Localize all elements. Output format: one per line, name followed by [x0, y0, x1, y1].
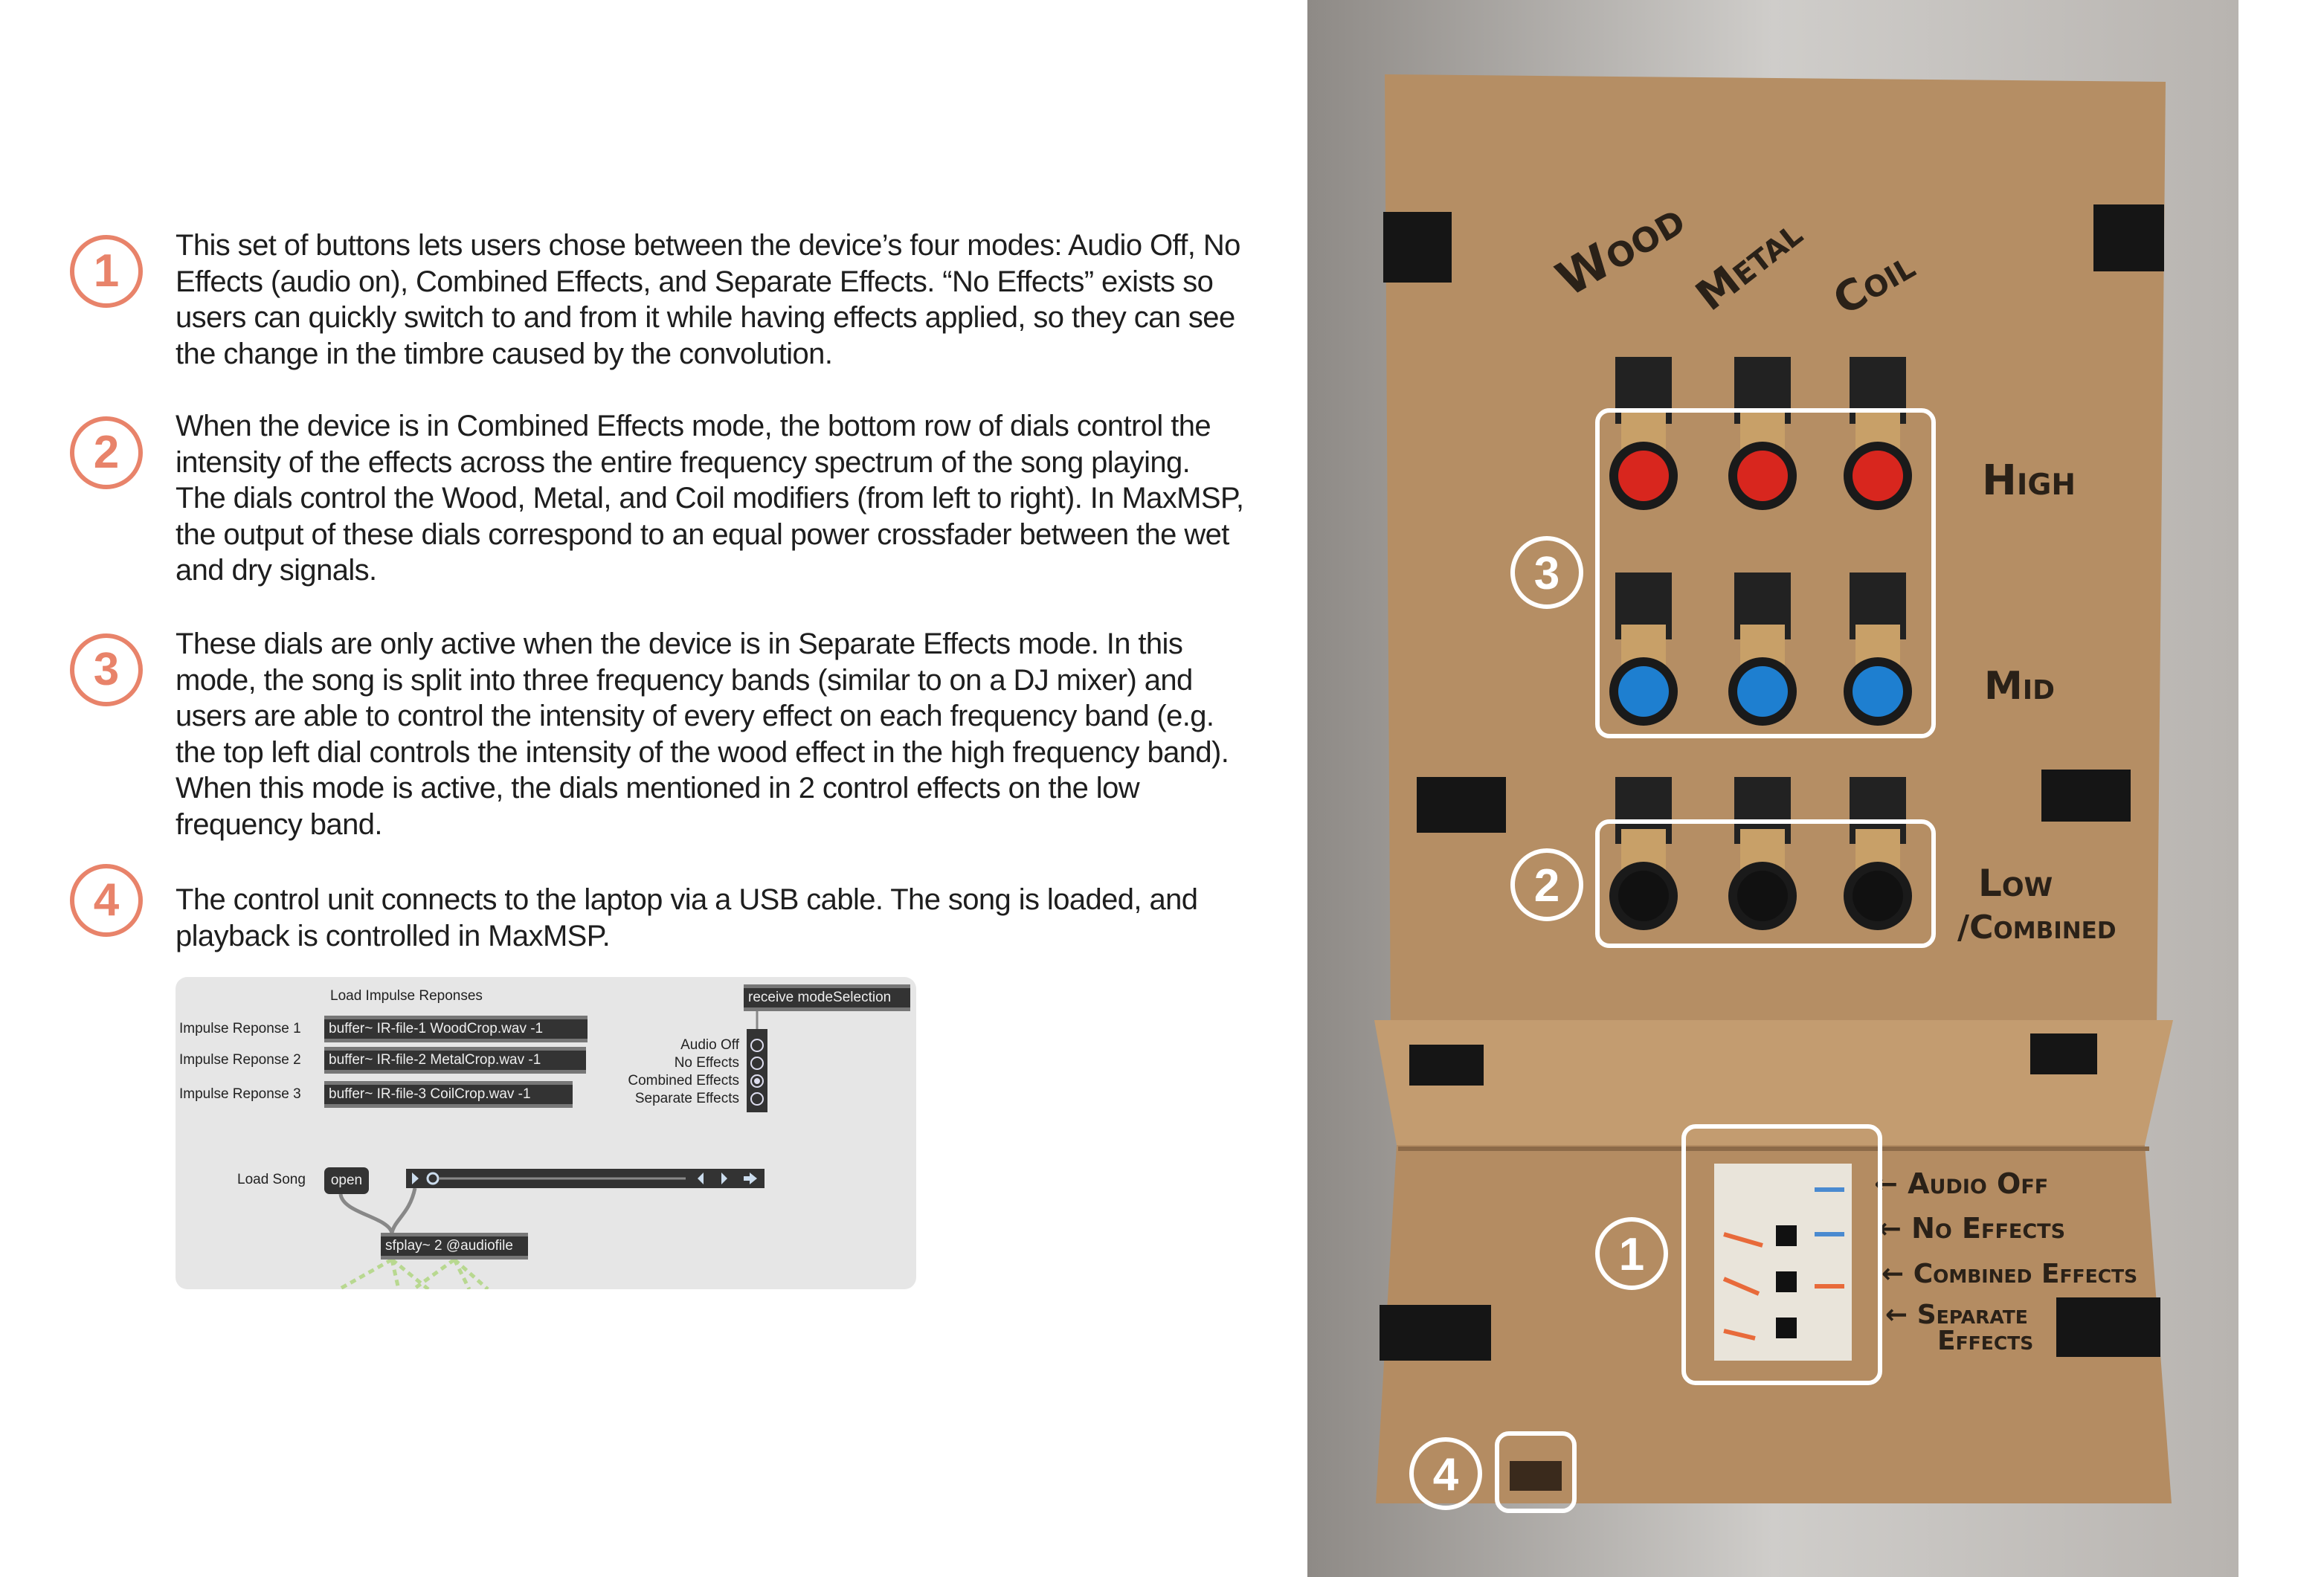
- knob-low-1: [1609, 777, 1678, 930]
- mode-label-audio-off: Audio Off: [680, 1037, 739, 1053]
- step-forward-icon: [721, 1173, 727, 1184]
- label-audio-off: ← Audio Off: [1874, 1167, 2048, 1200]
- base-top: [1374, 1020, 2173, 1145]
- wires: [1722, 1187, 1844, 1341]
- load-impulse-title: Load Impulse Reponses: [330, 988, 483, 1004]
- knob-mid-3: [1844, 573, 1912, 726]
- callout-number-2: 2: [70, 416, 143, 489]
- knob-mid-1: [1609, 573, 1678, 726]
- label-separate-effects: Effects: [1937, 1326, 2033, 1356]
- mode-label-no-effects: No Effects: [674, 1055, 739, 1071]
- playbar-controls: [412, 1172, 757, 1185]
- patch-cords: [338, 1011, 759, 1289]
- callout-number-1: 1: [70, 235, 143, 308]
- callout-number-4: 4: [70, 864, 143, 937]
- impulse-label-3: Impulse Reponse 3: [179, 1086, 301, 1102]
- load-song-label: Load Song: [237, 1172, 306, 1187]
- photo-callout-3: 3: [1534, 548, 1559, 599]
- play-icon: [412, 1173, 419, 1184]
- open-button[interactable]: open: [324, 1167, 369, 1194]
- label-high: High: [1982, 457, 2076, 505]
- maxmsp-patch: Load Impulse Reponses Impulse Reponse 1 …: [176, 977, 916, 1289]
- mode-radiogroup[interactable]: [747, 1029, 767, 1112]
- label-low: Low: [1978, 862, 2053, 905]
- back-panel: [1385, 74, 2166, 1030]
- label-combined-effects: ← Combined Effects: [1882, 1259, 2137, 1289]
- buffer-object-1[interactable]: buffer~ IR-file-1 WoodCrop.wav -1: [324, 1016, 588, 1042]
- switch-buttons: [1776, 1225, 1797, 1338]
- tape-strips: [1380, 204, 2164, 1361]
- label-no-effects: ← No Effects: [1878, 1212, 2065, 1245]
- impulse-label-1: Impulse Reponse 1: [179, 1021, 301, 1036]
- section-3-text: These dials are only active when the dev…: [176, 628, 1229, 841]
- receive-object[interactable]: receive modeSelection: [744, 984, 910, 1011]
- knob-low-2: [1728, 777, 1797, 930]
- label-mid: Mid: [1984, 664, 2055, 709]
- section-2-text: When the device is in Combined Effects m…: [176, 410, 1244, 587]
- callout-number-3: 3: [70, 633, 143, 706]
- section-4-text: The control unit connects to the laptop …: [176, 883, 1198, 952]
- sfplay-object[interactable]: sfplay~ 2 @audiofile: [381, 1233, 528, 1260]
- device-photo: Wood Metal Coil High Mid Low /Combined: [1307, 0, 2238, 1577]
- photo-callout-2: 2: [1534, 860, 1559, 912]
- playbar[interactable]: [406, 1169, 765, 1188]
- section-1-text: This set of buttons lets users chose bet…: [176, 229, 1240, 370]
- impulse-label-2: Impulse Reponse 2: [179, 1052, 301, 1068]
- photo-callouts: 3 2 1 4: [1409, 536, 1668, 1510]
- mode-label-combined: Combined Effects: [628, 1073, 739, 1089]
- buffer-object-2[interactable]: buffer~ IR-file-2 MetalCrop.wav -1: [324, 1047, 586, 1074]
- label-combined: /Combined: [1957, 909, 2117, 946]
- usb-port: [1510, 1461, 1562, 1491]
- radio-audio-off[interactable]: [750, 1039, 764, 1052]
- knob-grid: [1609, 357, 1912, 930]
- radio-separate-effects[interactable]: [750, 1092, 764, 1106]
- label-separate: ← Separate: [1885, 1300, 2028, 1330]
- position-slider-handle: [426, 1172, 440, 1185]
- mode-label-separate: Separate Effects: [634, 1091, 739, 1106]
- knob-mid-2: [1728, 573, 1797, 726]
- photo-callout-1: 1: [1619, 1229, 1644, 1280]
- radio-no-effects[interactable]: [750, 1057, 764, 1070]
- step-back-icon: [698, 1173, 704, 1184]
- callout-boxes: [1495, 408, 1936, 1513]
- buffer-object-3[interactable]: buffer~ IR-file-3 CoilCrop.wav -1: [324, 1081, 573, 1108]
- arrow-right-icon: [744, 1173, 757, 1184]
- knob-low-3: [1844, 777, 1912, 930]
- photo-callout-4: 4: [1433, 1449, 1459, 1500]
- radio-combined-effects[interactable]: [750, 1074, 764, 1088]
